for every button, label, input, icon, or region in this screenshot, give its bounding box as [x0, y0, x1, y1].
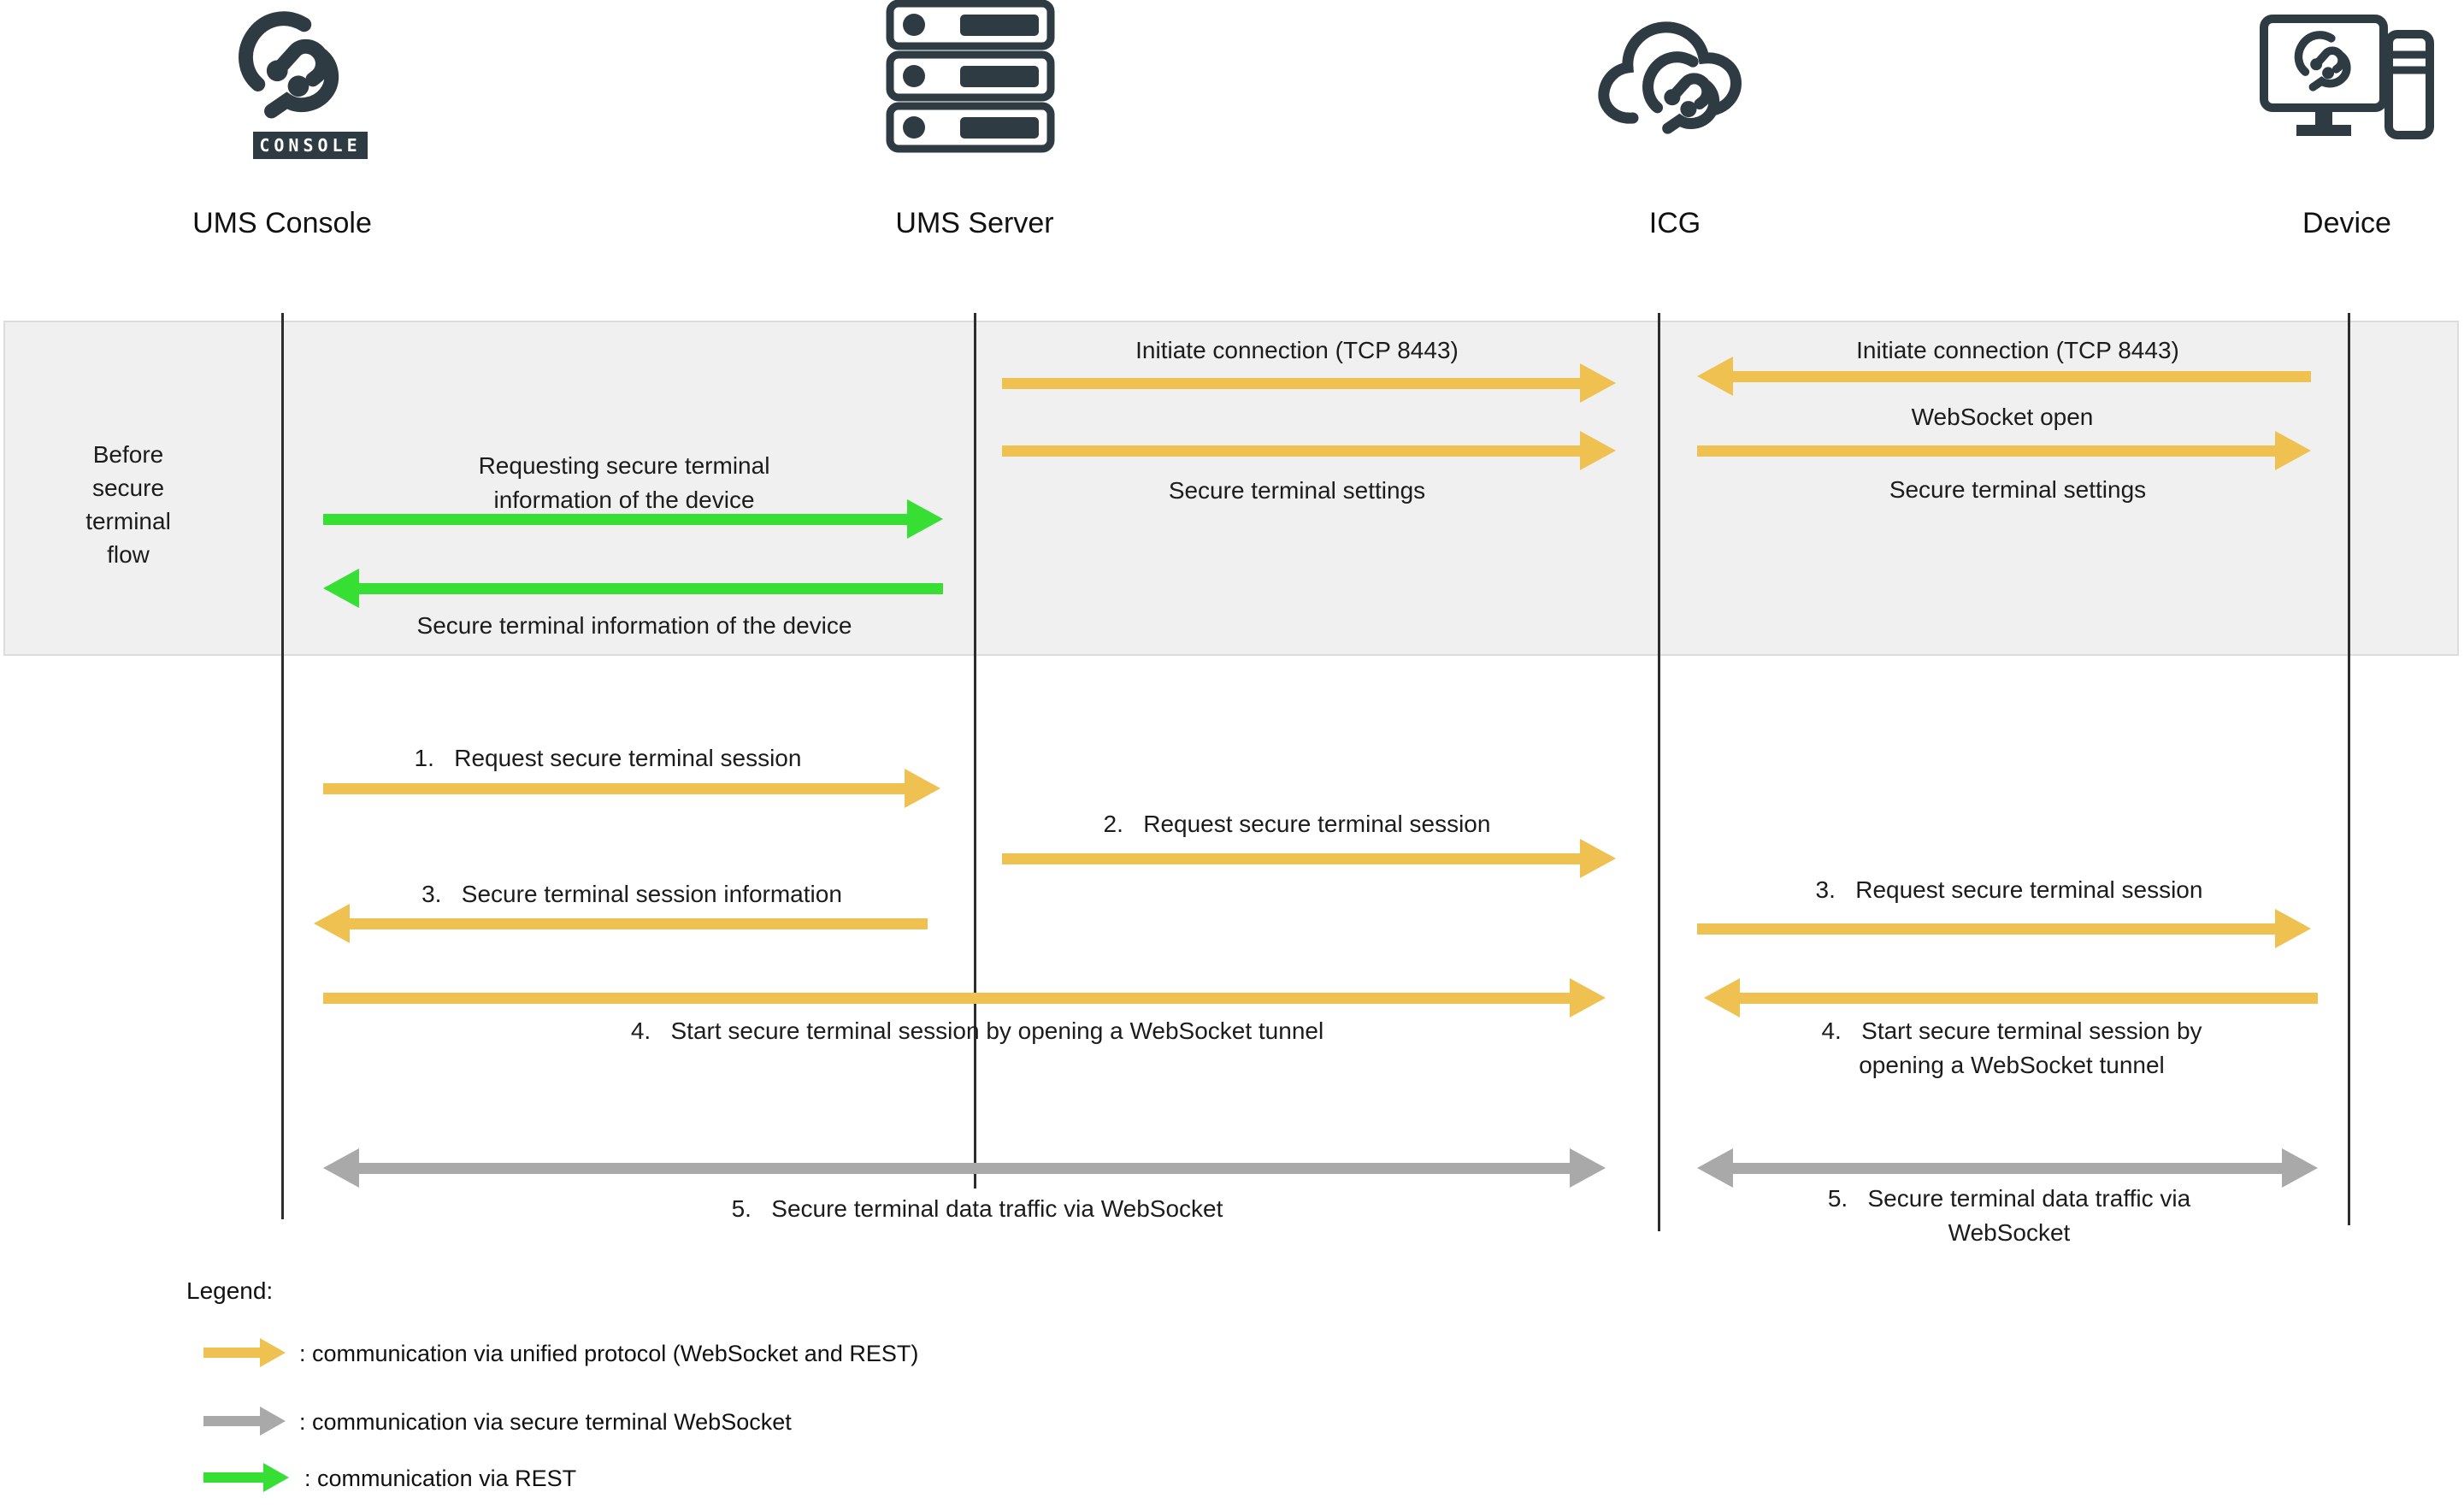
lifeline-device	[2348, 313, 2350, 1225]
arrow-step4-device-to-icg	[1704, 978, 2318, 1017]
entity-label-device: Device	[2302, 207, 2391, 239]
arrow-server-to-icg-settings	[1002, 431, 1616, 470]
msg-secure-terminal-settings-right: Secure terminal settings	[1889, 476, 2147, 503]
msg-secure-terminal-info-of-device: Secure terminal information of the devic…	[416, 612, 852, 639]
arrow-step3-icg-to-device	[1697, 909, 2311, 948]
lifeline-icg	[1658, 313, 1660, 1231]
legend-item-secure-terminal-websocket: : communication via secure terminal WebS…	[299, 1409, 792, 1435]
arrow-server-to-icg-initiate	[1002, 363, 1616, 403]
legend-gray-arrow-icon	[203, 1407, 286, 1436]
arrow-console-to-server-rest	[323, 499, 943, 539]
lifeline-ums-console	[281, 313, 284, 1219]
console-badge: CONSOLE	[253, 132, 368, 159]
msg-step1: 1. Request secure terminal session	[414, 745, 802, 771]
ums-console-icon: CONSOLE	[214, 7, 407, 161]
arrow-step1-console-to-server	[323, 769, 940, 808]
msg-step4-console: 4. Start secure terminal session by open…	[630, 1017, 1324, 1044]
legend-green-arrow-icon	[203, 1463, 289, 1492]
arrow-icg-to-device-settings	[1697, 431, 2311, 470]
icg-cloud-icon	[1597, 7, 1760, 161]
arrow-step3-server-to-console	[314, 904, 928, 943]
msg-step5-device: 5. Secure terminal data traffic via WebS…	[1827, 1185, 2191, 1246]
msg-websocket-open: WebSocket open	[1911, 404, 2094, 430]
ums-server-icon	[885, 0, 1056, 154]
device-icon	[2257, 12, 2437, 166]
legend-item-rest: : communication via REST	[304, 1466, 577, 1491]
msg-step5-console: 5. Secure terminal data traffic via WebS…	[731, 1195, 1223, 1222]
msg-initiate-connection-server-icg: Initiate connection (TCP 8443)	[1135, 337, 1459, 363]
entity-label-ums-server: UMS Server	[895, 207, 1054, 239]
arrow-step5-console-icg-bidirectional	[323, 1148, 1606, 1188]
cloud-icon	[1598, 21, 1742, 161]
server-rack-icon	[886, 0, 1055, 153]
msg-requesting-secure-terminal-info: Requesting secure terminal information o…	[478, 452, 770, 513]
workstation-icon	[2260, 15, 2434, 139]
lifeline-ums-server	[974, 313, 976, 1189]
phase-label: Before secure terminal flow	[85, 441, 171, 568]
legend-item-unified-protocol: : communication via unified protocol (We…	[299, 1341, 919, 1366]
entity-label-ums-console: UMS Console	[192, 207, 372, 239]
msg-step3-device: 3. Request secure terminal session	[1815, 876, 2203, 903]
legend-title: Legend:	[186, 1277, 274, 1304]
arrow-device-to-icg-initiate	[1697, 357, 2311, 396]
msg-step2: 2. Request secure terminal session	[1103, 811, 1491, 837]
msg-secure-terminal-settings-mid: Secure terminal settings	[1168, 477, 1426, 504]
msg-initiate-connection-device-icg: Initiate connection (TCP 8443)	[1856, 337, 2179, 363]
arrow-step5-icg-device-bidirectional	[1697, 1148, 2318, 1188]
msg-step3-console: 3. Secure terminal session information	[421, 881, 842, 907]
entity-label-icg: ICG	[1648, 207, 1701, 239]
msg-step4-device: 4. Start secure terminal session by open…	[1821, 1017, 2202, 1078]
arrow-server-to-console-rest	[323, 569, 943, 608]
arrow-step4-console-to-icg	[323, 978, 1606, 1017]
arrow-step2-server-to-icg	[1002, 839, 1616, 878]
legend-yellow-arrow-icon	[203, 1338, 286, 1367]
